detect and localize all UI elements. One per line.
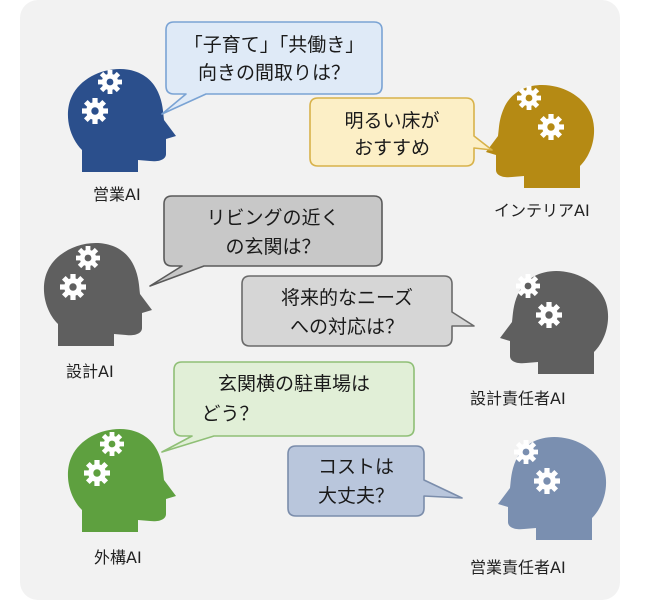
agent-label-design: 設計AI: [66, 362, 114, 381]
bubble-text-interior-line1: 明るい床が: [344, 110, 439, 132]
exterior-ai-head-icon: [67, 428, 176, 532]
bubble-text-sales-line1: 「子育て」「共働き」: [184, 34, 365, 56]
bubble-text-design-line2: の玄関は？: [225, 236, 320, 258]
agent-label-exterior: 外構AI: [94, 548, 142, 567]
speech-bubble-sales: 「子育て」「共働き」 向きの間取りは？: [161, 21, 383, 115]
speech-bubble-sales-lead: コストは 大丈夫？: [287, 445, 463, 517]
bubble-text-sales-line2: 向きの間取りは？: [198, 62, 350, 84]
bubble-text-sales-lead-line1: コストは: [318, 456, 394, 478]
agent-label-sales: 営業AI: [93, 185, 141, 204]
bubble-text-exterior-line1: 玄関横の駐車場は: [218, 373, 370, 395]
speech-bubble-design-lead: 将来的なニーズ への対応は？: [241, 275, 475, 347]
speech-bubble-design: リビングの近く の玄関は？: [149, 195, 383, 287]
speech-bubble-exterior: 玄関横の駐車場は どう？: [161, 361, 415, 453]
sales-ai-head-icon: [67, 68, 176, 172]
sales-head-shape: [67, 68, 176, 172]
interior-ai-head-icon: [486, 84, 595, 188]
bubble-text-design-lead-line1: 将来的なニーズ: [281, 287, 413, 309]
bubble-text-sales-lead-line2: 大丈夫？: [318, 485, 394, 507]
agent-label-design-lead: 設計責任者AI: [470, 389, 566, 408]
agent-label-interior: インテリアAI: [494, 201, 590, 220]
bubble-text-exterior-line2: どう？: [201, 403, 258, 425]
bubble-text-design-lead-line2: への対応は？: [290, 316, 404, 338]
bubble-text-design-line1: リビングの近く: [206, 207, 339, 229]
bubble-text-interior-line2: おすすめ: [354, 137, 430, 159]
design-ai-head-icon: [43, 242, 153, 346]
speech-bubble-interior: 明るい床が おすすめ: [309, 97, 493, 167]
agent-label-sales-lead: 営業責任者AI: [470, 558, 566, 577]
